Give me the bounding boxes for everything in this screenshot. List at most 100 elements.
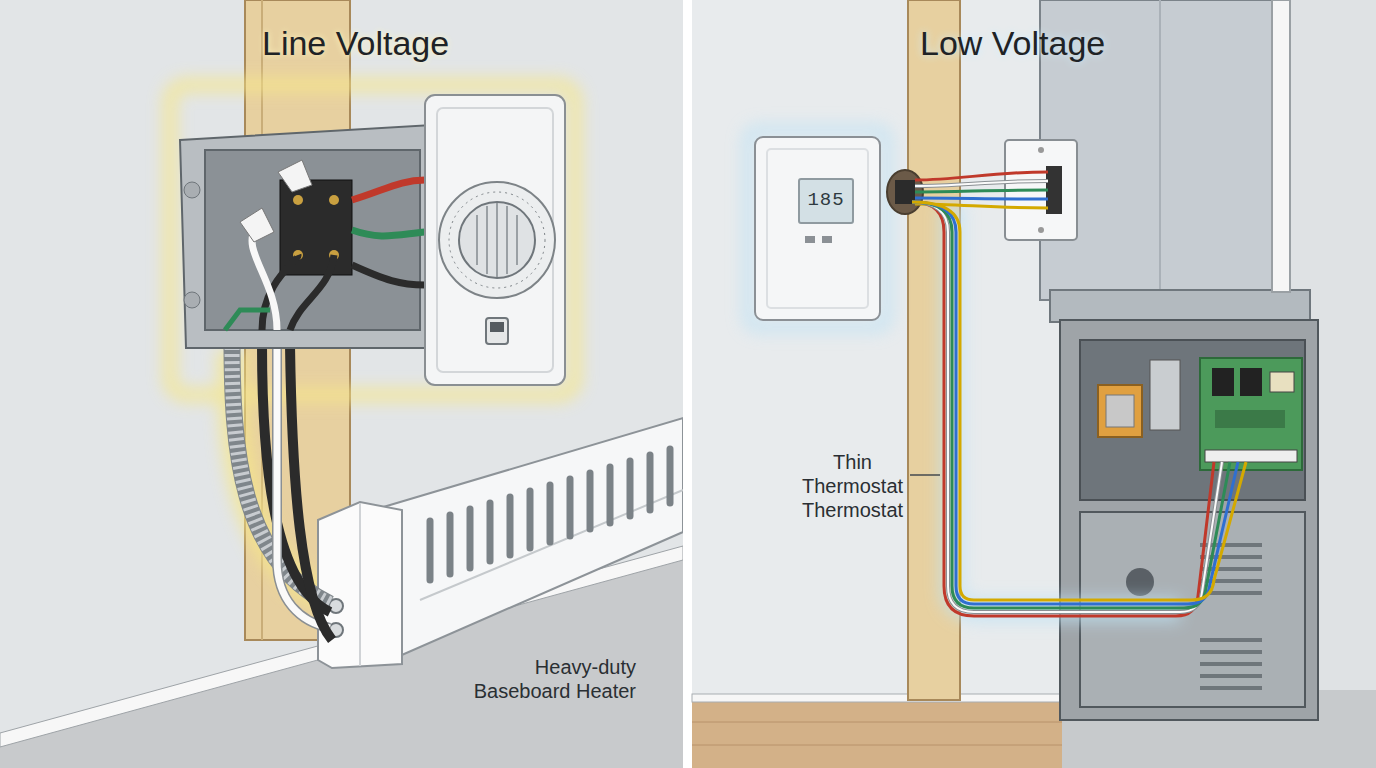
junction-box-part (180, 125, 442, 348)
junction-box-part (352, 180, 425, 200)
junction-box-part (352, 265, 425, 285)
baseboard-heater-part-part (427, 521, 434, 580)
thermostat-wires-part (915, 190, 1048, 192)
junction-box-part (184, 292, 200, 308)
junction-box-part (225, 310, 270, 330)
junction-box-part (184, 182, 200, 198)
junction-box-part (205, 150, 420, 330)
heater-label: Heavy-duty Baseboard Heater (456, 655, 636, 703)
furnace-part (1240, 368, 1262, 396)
baseboard-heater-part-part (547, 485, 554, 542)
wire-plate-part (1038, 227, 1044, 233)
baseboard-heater-part-part (487, 503, 494, 561)
baseboard-heater-part (380, 418, 683, 658)
right-wall-part (692, 722, 1062, 723)
cables (232, 340, 332, 640)
furnace-part (1200, 358, 1302, 470)
thermostat-display: 185 (798, 178, 854, 224)
furnace-part-part (1200, 650, 1262, 654)
junction-box-part (240, 208, 274, 242)
thermostat-wires-part (915, 198, 1048, 199)
baseboard-heater-part-part (647, 455, 654, 510)
glow-part (952, 205, 1180, 610)
baseboard-heater-part (359, 503, 361, 666)
dial-thermostat-part (477, 203, 517, 277)
baseboard-heater-part-part (667, 449, 674, 503)
cables-part (290, 345, 332, 640)
digital-thermostat-part (767, 149, 868, 308)
thermostat-wires-part (915, 172, 1048, 180)
dial-thermostat-part (425, 95, 565, 385)
baseboard-heater-part-part (607, 467, 614, 523)
dial-thermostat-part-part (486, 206, 488, 274)
baseboard-heater-part-part (627, 461, 634, 516)
baseboard-heater-part-part (467, 509, 474, 568)
furnace-part (1212, 368, 1234, 396)
dial-thermostat-part (486, 318, 508, 344)
baseboard-heater-part-part (527, 491, 534, 548)
duct-part (1159, 0, 1161, 300)
cables-part (277, 345, 330, 628)
junction-box-part (293, 195, 303, 205)
furnace-part (1126, 568, 1154, 596)
right-wall-part (692, 694, 1062, 702)
furnace-part-part (1200, 662, 1262, 666)
junction-box-part (329, 195, 339, 205)
furnace-part (1205, 450, 1297, 462)
panel: Low Voltage 185 (692, 0, 1376, 768)
panel-heading: Low Voltage (920, 24, 1105, 63)
furnace-part (1098, 385, 1142, 437)
digital-thermostat-part (805, 236, 815, 243)
junction-box-part (290, 255, 334, 330)
furnace-part (1106, 395, 1134, 427)
junction-box-part (252, 228, 277, 330)
glow-part (170, 85, 575, 395)
panel-heading: Line Voltage (262, 24, 449, 63)
duct-part (1272, 0, 1290, 292)
dial-thermostat-part-part (476, 215, 478, 265)
cables-part (277, 345, 330, 628)
wire-plate-part (1038, 147, 1044, 153)
thermostat-wires-part (915, 181, 1048, 186)
dial-thermostat-part (490, 322, 504, 332)
dial-thermostat (425, 95, 565, 385)
baseboard-heater-part-part (507, 497, 514, 555)
glow (748, 130, 1180, 610)
right-wall-part (692, 0, 1376, 768)
digital-thermostat (755, 137, 880, 320)
wire-plate-part (1046, 166, 1062, 214)
furnace-part-part (1200, 674, 1262, 678)
furnace-part (1270, 372, 1294, 392)
dial-thermostat-part-part (496, 203, 498, 277)
baseboard-heater (318, 418, 683, 668)
baseboard-heater-part-part (567, 479, 574, 536)
display-reading: 185 (807, 190, 844, 212)
junction-box-part (352, 230, 425, 236)
junction-box-part (278, 160, 312, 192)
baseboard-heater-part (318, 502, 402, 668)
furnace-part (1060, 320, 1318, 720)
furnace-part-part (1200, 638, 1262, 642)
divider (683, 0, 692, 768)
dial-thermostat-part (459, 202, 535, 278)
dial-thermostat-part (439, 182, 555, 298)
digital-thermostat-part (755, 137, 880, 320)
left-wall-part (0, 0, 683, 768)
furnace-part (1080, 340, 1305, 500)
baseboard-heater-part-part (447, 515, 454, 574)
panel: Line Voltage (0, 0, 683, 768)
left-wall (0, 0, 683, 768)
right-wall-part (692, 745, 1062, 746)
dial-thermostat-part (449, 192, 545, 288)
thermostat-wires (912, 172, 1246, 616)
dial-thermostat-part-part (506, 206, 508, 274)
duct-part (1050, 290, 1310, 322)
furnace-part-part (1200, 686, 1262, 690)
furnace (1060, 320, 1318, 720)
dial-thermostat-part-part (516, 215, 518, 265)
furnace-part (1150, 360, 1180, 430)
glow-part (748, 130, 887, 327)
right-wall (692, 0, 1376, 768)
leader-line (910, 474, 940, 476)
